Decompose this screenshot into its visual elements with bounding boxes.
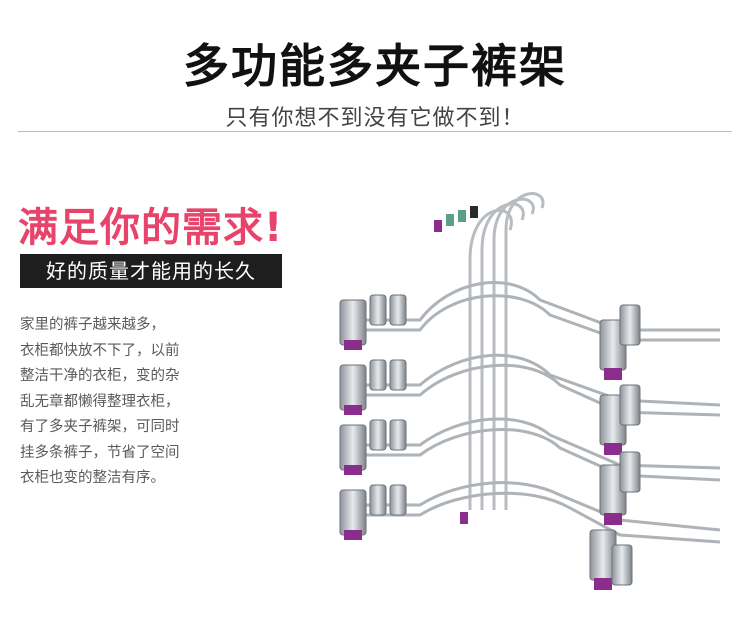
description-line: 衣柜都快放不下了，以前 [20,342,180,359]
right-clips [589,304,641,590]
hook-tips [434,206,478,232]
description-line: 衣柜也变的整洁有序。 [20,470,165,486]
center-tip [460,512,468,524]
description-line: 整洁干净的衣柜，变的杂 [20,368,180,384]
promo-tagline: 好的质量才能用的长久 [20,254,282,288]
product-photo [339,192,721,590]
hanger-bars [350,281,721,544]
description-line: 挂多条裤子，节省了空间 [20,444,180,461]
description-line: 有了多夹子裤架，可同时 [20,419,180,435]
description-line: 家里的裤子越来越多， [20,317,165,333]
description-line: 乱无章都懒得整理衣柜， [20,393,180,410]
promo-description: 家里的裤子越来越多， 衣柜都快放不下了，以前 整洁干净的衣柜，变的杂 乱无章都懒… [20,313,220,492]
divider [18,131,732,132]
promo-headline: 满足你的需求! [18,205,284,251]
left-clips [339,294,407,540]
page-subtitle: 只有你想不到没有它做不到！ [225,106,525,131]
hanger-hooks [468,192,545,510]
page-title: 多功能多夹子裤架 [183,39,567,93]
